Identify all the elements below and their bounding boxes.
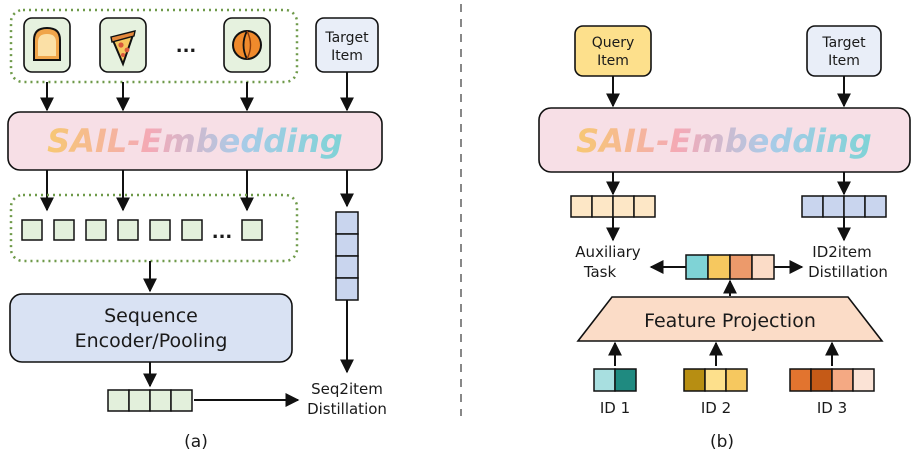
id1-label: ID 1 bbox=[600, 399, 630, 417]
seq2item-distillation-line1: Seq2item bbox=[311, 380, 383, 398]
target-item-label-a-line2: Item bbox=[331, 48, 363, 64]
seq-ellipsis: ... bbox=[212, 222, 233, 243]
seq-cell bbox=[117, 219, 139, 241]
query-item-label-line2: Item bbox=[597, 53, 629, 69]
panel-a: ... Target Item SAIL-Embedding bbox=[7, 8, 387, 452]
auxiliary-task-label-line1: Auxiliary bbox=[575, 243, 641, 261]
caption-b: (b) bbox=[710, 432, 734, 452]
target-item-label-b-line2: Item bbox=[828, 53, 860, 69]
target-item-label-b-line1: Target bbox=[821, 35, 866, 51]
target-item-label-a-line1: Target bbox=[324, 30, 369, 46]
seq-cell bbox=[21, 219, 43, 241]
sequence-encoder-label-line2: Encoder/Pooling bbox=[75, 330, 228, 352]
seq-cell bbox=[53, 219, 75, 241]
seq-cell bbox=[181, 219, 203, 241]
caption-a: (a) bbox=[184, 432, 208, 452]
auxiliary-task-label-line2: Task bbox=[583, 263, 617, 281]
sequence-embeddings bbox=[21, 219, 263, 241]
panel-b: Query Item Target Item SAIL-Embedding bbox=[538, 25, 911, 452]
sail-embedding-label-b: SAIL-Embedding bbox=[576, 122, 872, 160]
sail-embedding-box-a bbox=[7, 111, 383, 171]
target-embedding-a bbox=[335, 211, 359, 301]
feature-projection-label: Feature Projection bbox=[644, 310, 816, 332]
seq-cell bbox=[241, 219, 263, 241]
id2item-distillation-label-line2: Distillation bbox=[808, 263, 888, 281]
sequence-group-border bbox=[9, 193, 299, 263]
seq2item-distillation-line2: Distillation bbox=[307, 400, 387, 418]
pizza-icon bbox=[99, 17, 147, 73]
id2-label: ID 2 bbox=[701, 399, 731, 417]
seq-cell bbox=[149, 219, 171, 241]
id2item-distillation-label-line1: ID2item bbox=[812, 243, 871, 261]
sail-embedding-label-a: SAIL-Embedding bbox=[47, 122, 343, 160]
query-item-label-line1: Query bbox=[592, 35, 635, 51]
id2-embedding bbox=[683, 368, 748, 392]
coin-icon bbox=[223, 17, 271, 73]
target-embedding-b bbox=[801, 195, 887, 218]
id3-label: ID 3 bbox=[817, 399, 847, 417]
icon-ellipsis: ... bbox=[176, 36, 197, 57]
id1-embedding bbox=[593, 368, 637, 392]
pooled-embedding bbox=[107, 389, 193, 412]
seq-cell bbox=[85, 219, 107, 241]
feature-projection-box bbox=[576, 296, 884, 342]
sail-embedding-box-b bbox=[538, 107, 911, 173]
sequence-encoder-label-line1: Sequence bbox=[104, 305, 198, 327]
id3-embedding bbox=[789, 368, 875, 392]
query-embedding bbox=[570, 195, 656, 218]
fused-id-embedding bbox=[685, 254, 775, 280]
bread-icon bbox=[23, 17, 71, 73]
